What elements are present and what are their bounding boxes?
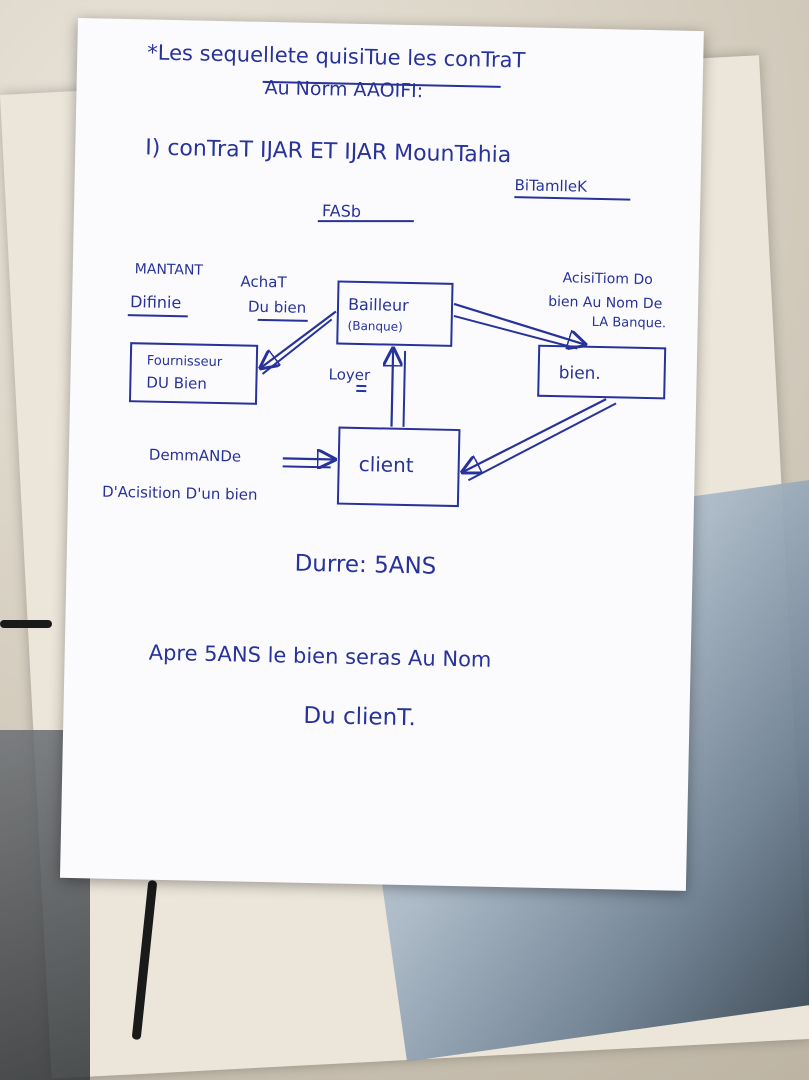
acquisition-label: AcisiTiom Do bbox=[562, 270, 652, 288]
purchase-label: AchaT bbox=[240, 272, 287, 291]
arrow-lessor-to-asset bbox=[453, 302, 586, 345]
handwritten-diagram: *Les sequellete quisiTue les conTraT Au … bbox=[102, 40, 667, 731]
asset-label: bien. bbox=[558, 363, 601, 384]
rent-label: Loyer bbox=[328, 365, 371, 384]
acquisition-sublabel: bien Au Nom De bbox=[548, 294, 662, 312]
section-title: I) conTraT IJAR ET IJAR MounTahia bbox=[145, 135, 511, 168]
note-line2: Du clienT. bbox=[303, 703, 416, 731]
arrow-asset-to-client-shaft bbox=[467, 402, 617, 482]
arrow-request-to-client-shaft bbox=[282, 465, 331, 469]
amount-sublabel: Difinie bbox=[130, 292, 182, 312]
heading-line1: *Les sequellete quisiTue les conTraT bbox=[147, 40, 526, 72]
lessor-sublabel: (Banque) bbox=[347, 319, 402, 334]
folder-cord bbox=[0, 620, 52, 628]
note-line1: Apre 5ANS le bien seras Au Nom bbox=[148, 641, 491, 672]
client-label: client bbox=[358, 452, 414, 477]
subheading-underline bbox=[317, 220, 414, 223]
arrow-lessor-to-supplier-shaft bbox=[261, 318, 333, 375]
purchase-sublabel: Du bien bbox=[248, 298, 307, 317]
acquisition-sublabel-2: LA Banque. bbox=[592, 315, 667, 332]
amount-underline bbox=[127, 314, 188, 318]
subheading: FASb bbox=[322, 201, 361, 221]
arrow-request-to-client bbox=[282, 458, 335, 459]
supplier-box bbox=[128, 342, 259, 405]
arrow-client-to-lessor-shaft bbox=[402, 350, 407, 427]
arrow-client-to-lessor bbox=[392, 349, 394, 427]
arrow-lessor-to-supplier bbox=[261, 310, 337, 370]
paper-sheet: *Les sequellete quisiTue les conTraT Au … bbox=[59, 18, 704, 891]
arrow-asset-to-client bbox=[463, 398, 607, 475]
amount-label: MANTANT bbox=[135, 261, 204, 278]
heading-underline bbox=[262, 80, 501, 88]
supplier-sublabel: DU Bien bbox=[146, 374, 207, 393]
subtitle-underline bbox=[514, 196, 631, 201]
lessor-label: Bailleur bbox=[348, 295, 409, 315]
request-sublabel: D'Acisition D'un bien bbox=[102, 483, 258, 504]
heading-line2: Au Norm AAOIFI: bbox=[264, 77, 423, 102]
asset-box bbox=[537, 344, 667, 400]
section-subtitle: BiTamlleK bbox=[514, 176, 588, 196]
supplier-label: Fournisseur bbox=[147, 354, 223, 371]
arrow-lessor-to-asset-shaft bbox=[453, 314, 578, 350]
duration-text: Durre: 5ANS bbox=[294, 551, 436, 580]
purchase-underline bbox=[257, 318, 308, 322]
request-label: DemmANDe bbox=[149, 446, 242, 466]
lessor-box bbox=[336, 280, 454, 347]
